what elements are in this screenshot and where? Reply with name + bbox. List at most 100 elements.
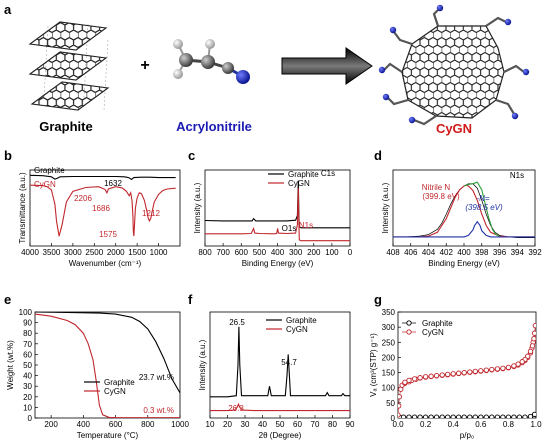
y-tick-label: 150: [382, 369, 396, 378]
annotation-label: 1212: [142, 209, 160, 218]
series-graphite-line: [35, 312, 180, 394]
data-point: [411, 414, 418, 418]
data-point: [472, 368, 478, 375]
graphene-layer-bottom: [30, 81, 110, 111]
x-tick-label: 1.0: [530, 420, 542, 429]
annotation-label: 23.7 wt.%: [139, 373, 174, 382]
x-tick-label: 394: [511, 248, 525, 257]
x-tick-label: 2000: [107, 248, 125, 257]
data-point: [522, 414, 528, 418]
data-point: [450, 414, 456, 418]
annotation-label: Nitrile N: [422, 183, 451, 192]
annotation-label: C1s: [321, 169, 335, 178]
data-point: [456, 414, 462, 418]
carbon-atom: [222, 62, 234, 74]
x-tick-label: 3500: [43, 248, 61, 257]
y-tick-label: 50: [386, 399, 395, 408]
data-point: [398, 412, 401, 418]
y-tick-label: 0: [28, 414, 33, 423]
x-axis-label: Binding Energy (eV): [242, 259, 314, 268]
data-point: [532, 322, 536, 329]
y-tick-label: 100: [382, 384, 396, 393]
y-tick-label: 0: [391, 414, 396, 423]
data-point: [527, 413, 534, 418]
plot-area: [35, 312, 180, 418]
plot-area: [210, 326, 350, 412]
x-tick-label: 400: [457, 248, 471, 257]
series-nitrile-n-line: [393, 184, 535, 238]
x-tick-label: 396: [493, 248, 507, 257]
data-point: [515, 361, 521, 367]
data-point: [450, 371, 456, 377]
annotation-label: O1s: [282, 224, 297, 233]
y-tick-label: 60: [23, 350, 32, 359]
annotation-label: N1s: [299, 221, 313, 230]
y-axis-label: Intensity (a.u.): [381, 182, 390, 233]
hydrogen-atom: [205, 39, 215, 49]
series-cygn-line: [210, 402, 350, 412]
panel-a-label: a: [4, 2, 12, 17]
plot-frame: [397, 311, 537, 419]
x-tick-label: 600: [109, 420, 123, 429]
acrylonitrile-label: Acrylonitrile: [176, 119, 252, 134]
x-tick-label: 80: [328, 420, 337, 429]
data-point: [511, 414, 517, 418]
annotation-label: Graphite: [34, 166, 65, 175]
data-point: [428, 373, 434, 379]
carbon-atom: [201, 55, 215, 69]
series-line: [398, 325, 536, 416]
x-axis-label: Temperature (°C): [77, 431, 139, 440]
x-tick-label: 300: [289, 248, 303, 257]
data-point: [489, 366, 495, 373]
data-point: [411, 376, 418, 382]
cygn-graphene-sheet: [401, 25, 505, 119]
data-point: [467, 369, 473, 375]
plot-frame: [204, 169, 351, 247]
series-cygn-line: [205, 188, 350, 242]
y-tick-label: 350: [382, 308, 396, 317]
cyanoethyl-chains: [383, 7, 525, 126]
plot-frame: [29, 169, 181, 247]
plot-area: [205, 180, 350, 242]
x-axis-label: Wavenumber (cm⁻¹): [69, 259, 142, 268]
data-point: [529, 343, 536, 349]
plot-frame: [392, 169, 536, 247]
x-tick-label: 3000: [64, 248, 82, 257]
y-tick-label: 20: [23, 393, 32, 402]
data-point: [525, 353, 531, 359]
data-point: [478, 368, 484, 374]
x-tick-label: 408: [386, 248, 400, 257]
annotation-label: 1632: [104, 179, 122, 188]
x-tick-label: 800: [198, 248, 212, 257]
annotation-label: N1s: [510, 171, 524, 180]
y-tick-label: 50: [23, 361, 32, 370]
annotation-label: CyGN: [34, 180, 56, 189]
y-axis-label: Transmittance (a.u.): [18, 172, 27, 244]
annotation-label: 54.7: [281, 358, 297, 367]
y-tick-label: 300: [382, 323, 396, 332]
y-axis-label: Intensity (a.u.): [193, 182, 202, 233]
y-tick-label: 200: [382, 353, 396, 362]
x-tick-label: 406: [404, 248, 418, 257]
x-tick-label: 700: [216, 248, 230, 257]
x-tick-label: 4000: [21, 248, 39, 257]
data-point: [494, 414, 501, 418]
annotation-label: (398.5 eV): [465, 203, 503, 212]
scheme-panel: a Graphite + Acrylonitrile: [4, 2, 530, 136]
y-tick-label: 10: [23, 403, 32, 412]
x-tick-label: 0.6: [475, 420, 487, 429]
data-point: [456, 370, 462, 376]
annotation-label: 26.3: [228, 404, 244, 413]
data-point: [417, 414, 423, 418]
data-point: [445, 414, 451, 418]
annotation-label: 1686: [92, 204, 110, 213]
panel-g-label: g: [374, 292, 382, 307]
